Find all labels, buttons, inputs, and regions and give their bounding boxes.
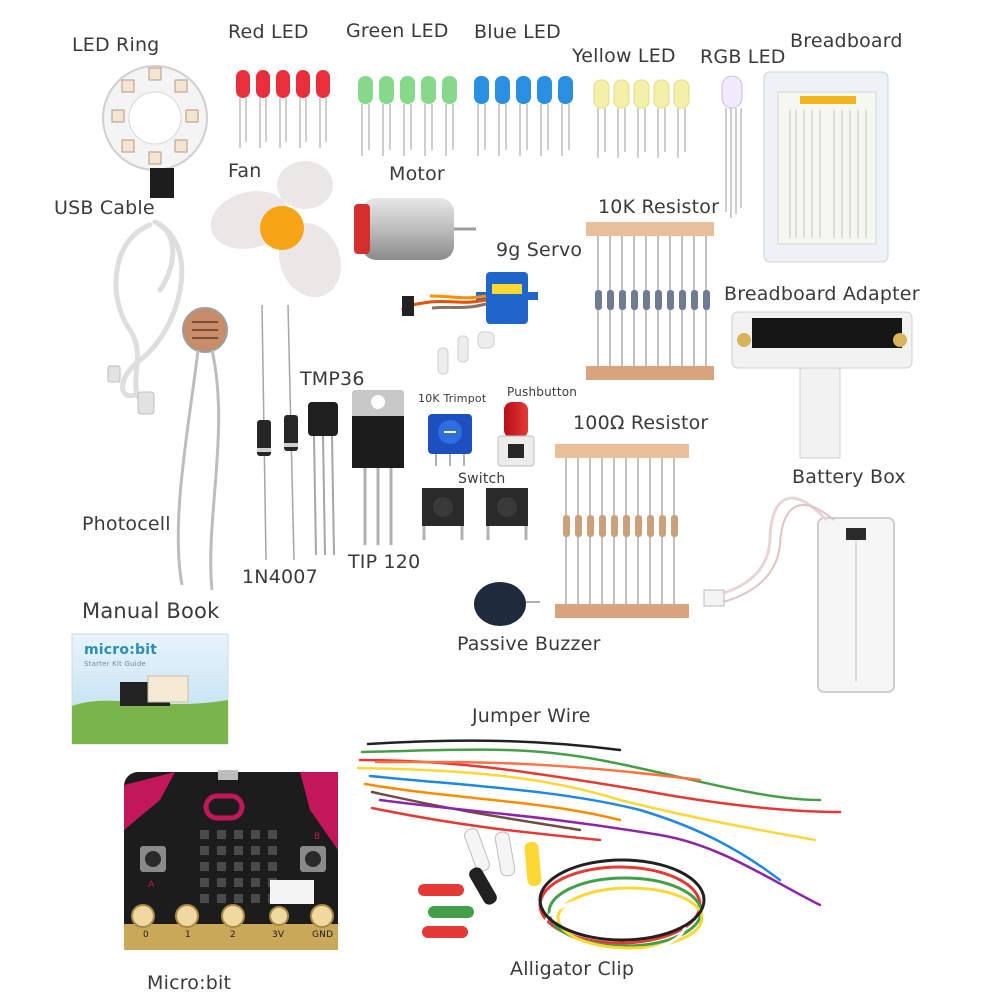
label-battery-box: Battery Box xyxy=(792,466,906,488)
label-rgb-led: RGB LED xyxy=(700,46,786,68)
label-red-led: Red LED xyxy=(228,21,309,43)
label-alligator-clip: Alligator Clip xyxy=(510,958,635,980)
diode-1n4007-part xyxy=(257,304,298,561)
label-manual-book: Manual Book xyxy=(82,599,220,623)
battery-box-part xyxy=(703,496,895,693)
manual-subtitle-text: Starter Kit Guide xyxy=(84,660,146,668)
passive-buzzer-part xyxy=(474,582,540,626)
led-ring-part xyxy=(102,65,208,198)
servo-part xyxy=(400,272,538,375)
label-led-ring: LED Ring xyxy=(72,34,160,56)
microbit-button-b-label: B xyxy=(314,832,321,842)
microbit-pin-3v: 3V xyxy=(272,930,285,940)
microbit-pin-gnd: GND xyxy=(312,930,334,940)
label-tip-120: TIP 120 xyxy=(348,551,421,573)
fan-part xyxy=(210,161,342,298)
rgb-led-part xyxy=(721,75,743,218)
breadboard-part xyxy=(763,71,889,263)
yellow-led-part xyxy=(593,79,690,158)
label-switch: Switch xyxy=(458,471,506,487)
microbit-pin-0: 0 xyxy=(143,930,149,940)
pushbutton-part xyxy=(497,402,535,467)
label-blue-led: Blue LED xyxy=(474,21,561,43)
alligator-clip-part xyxy=(418,828,706,955)
motor-part xyxy=(354,198,476,260)
manual-book-part xyxy=(71,633,229,745)
microbit-button-a-label: A xyxy=(148,880,155,890)
label-breadboard: Breadboard xyxy=(790,30,903,52)
trimpot-part xyxy=(428,414,472,466)
label-photocell: Photocell xyxy=(82,513,171,535)
resistor-10k-part xyxy=(586,222,714,380)
label-10k-trimpot: 10K Trimpot xyxy=(418,392,487,405)
photocell-part xyxy=(176,307,228,591)
resistor-100-part xyxy=(555,444,689,618)
label-1n4007: 1N4007 xyxy=(242,566,318,588)
label-pushbutton: Pushbutton xyxy=(507,385,578,399)
tip120-part xyxy=(352,390,404,545)
usb-cable-part xyxy=(107,219,185,415)
blue-led-part xyxy=(474,76,573,156)
label-green-led: Green LED xyxy=(346,20,449,42)
label-passive-buzzer: Passive Buzzer xyxy=(457,633,601,655)
label-motor: Motor xyxy=(389,163,445,185)
breadboard-adapter-part xyxy=(731,311,913,459)
label-jumper-wire: Jumper Wire xyxy=(472,705,591,727)
label-usb-cable: USB Cable xyxy=(54,197,155,219)
microbit-board-part xyxy=(124,770,338,950)
label-10k-resistor: 10K Resistor xyxy=(598,196,720,218)
tmp36-part xyxy=(308,402,338,556)
label-yellow-led: Yellow LED xyxy=(572,45,676,67)
label-100-ohm-resistor: 100Ω Resistor xyxy=(573,412,709,434)
switch-part xyxy=(422,488,528,540)
label-breadboard-adapter: Breadboard Adapter xyxy=(724,283,920,305)
red-led-part xyxy=(236,70,330,148)
green-led-part xyxy=(358,76,457,156)
jumper-wire-part xyxy=(356,739,842,907)
label-microbit: Micro:bit xyxy=(147,972,232,994)
label-9g-servo: 9g Servo xyxy=(496,239,583,261)
manual-brand-text: micro:bit xyxy=(84,642,158,658)
label-fan: Fan xyxy=(228,160,262,182)
microbit-pin-2: 2 xyxy=(230,930,236,940)
microbit-pin-1: 1 xyxy=(185,930,191,940)
label-tmp36: TMP36 xyxy=(300,368,365,390)
